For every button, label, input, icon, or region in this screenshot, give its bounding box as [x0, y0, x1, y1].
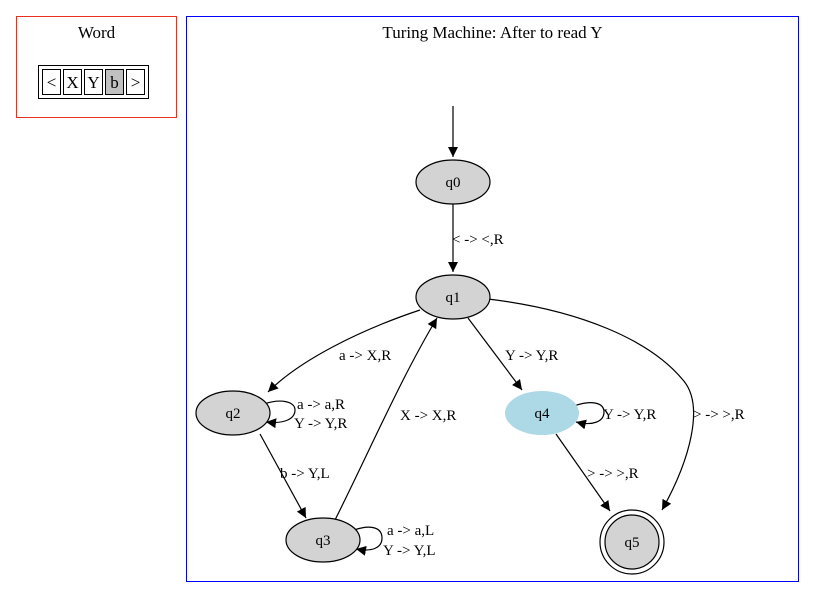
tape-cell-end: > — [126, 69, 145, 95]
transition-q1-q5: > -> >,R — [693, 407, 745, 423]
edge-q2-loop — [263, 400, 296, 429]
edge-q2-q3 — [259, 433, 307, 519]
transition-q4-loop: Y -> Y,R — [603, 407, 656, 423]
transition-q2-q3: b -> Y,L — [280, 466, 330, 482]
state-q2 — [195, 390, 271, 436]
machine-title: Turing Machine: After to read Y — [382, 23, 603, 42]
tape-cell: Y — [84, 69, 103, 95]
state-label-q1: q1 — [446, 290, 461, 306]
state-label-q4: q4 — [535, 406, 551, 422]
transition-q3-loop-a: a -> a,L — [387, 523, 434, 539]
state-label-q3: q3 — [316, 533, 331, 549]
edge-q3-q1 — [334, 317, 438, 521]
state-q1 — [415, 274, 491, 320]
edge-q1-q4 — [467, 317, 523, 391]
edge-q1-q5 — [487, 298, 695, 511]
transition-q3-q1: X -> X,R — [400, 408, 456, 424]
state-q5-final — [604, 514, 660, 570]
tape-cell: X — [63, 69, 82, 95]
state-q4-current — [505, 391, 579, 435]
transition-q0-q1: < -> <,R — [452, 232, 504, 248]
word-title: Word — [77, 23, 116, 42]
transition-q4-q5: > -> >,R — [587, 466, 639, 482]
edge-q1-q2 — [267, 309, 421, 393]
edge-q4-loop — [573, 402, 605, 430]
transition-q1-q2: a -> X,R — [339, 348, 391, 364]
state-label-q0: q0 — [446, 175, 461, 191]
state-q3 — [285, 517, 361, 563]
state-label-q5: q5 — [625, 535, 640, 551]
word-panel: Word < X Y b > — [16, 16, 177, 118]
transition-q2-loop-a: a -> a,R — [297, 397, 345, 413]
state-label-q2: q2 — [226, 406, 241, 422]
transition-q3-loop-b: Y -> Y,L — [383, 543, 436, 559]
state-q5-final-outer — [599, 509, 665, 575]
tape-cell-start: < — [42, 69, 61, 95]
state-q0 — [415, 159, 491, 205]
tape-cell-head: b — [105, 69, 124, 95]
turing-machine-panel: Turing Machine: After to read Y — [186, 16, 799, 582]
edge-q4-q5 — [555, 433, 611, 512]
transition-q1-q4: Y -> Y,R — [505, 348, 558, 364]
transition-q2-loop-b: Y -> Y,R — [294, 416, 347, 432]
tape: < X Y b > — [38, 65, 149, 99]
edge-q3-loop — [353, 526, 383, 556]
